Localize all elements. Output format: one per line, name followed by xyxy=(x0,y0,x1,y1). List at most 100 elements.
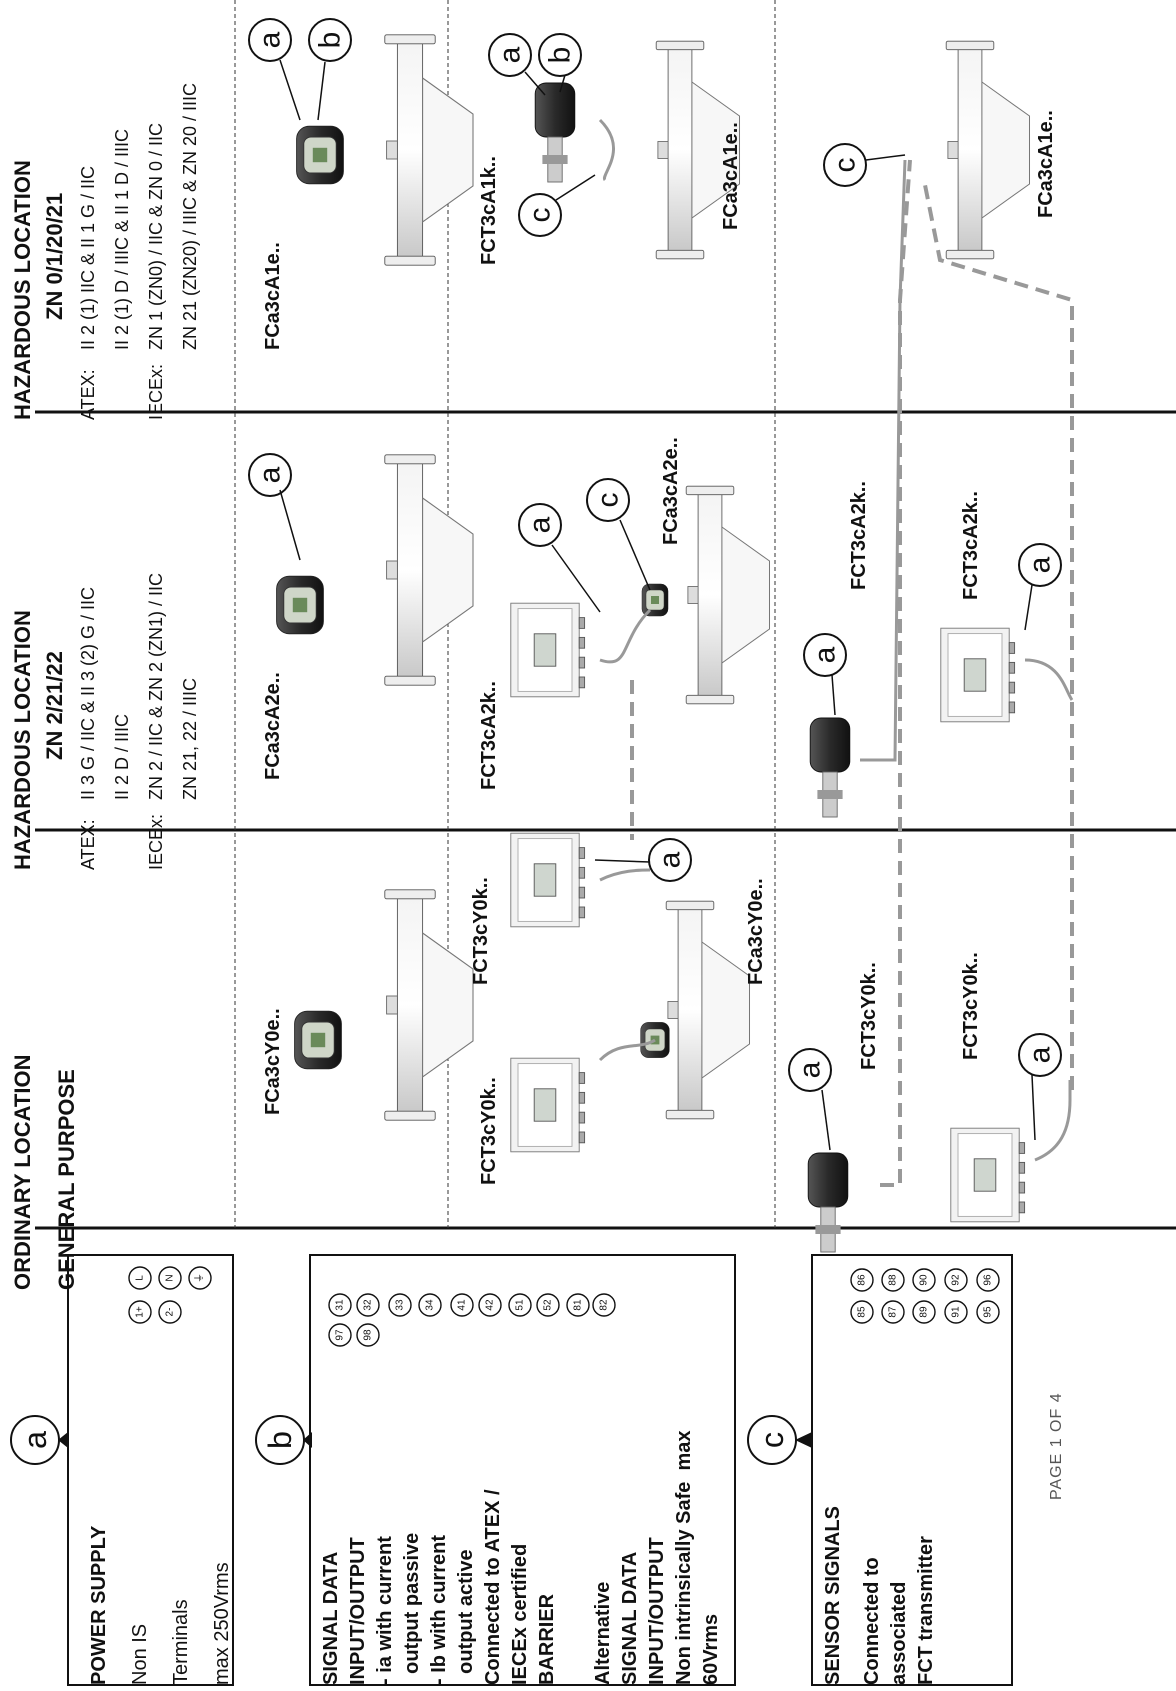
r2-ord-callout-a xyxy=(648,838,692,882)
r4-ord-leader-a xyxy=(1031,1074,1036,1141)
signal-terminal-51 xyxy=(508,1293,532,1317)
r4-ord-tx-gland-1 xyxy=(1018,1161,1026,1174)
r4-ord-cable xyxy=(1034,1080,1072,1162)
r2-ord-tx1-gland-1 xyxy=(578,1091,586,1104)
r2-ord-tx2-lcd xyxy=(533,863,557,897)
r2-zn2-tx xyxy=(510,602,586,698)
legend-a-max: max 250Vrms xyxy=(211,1562,233,1685)
legend-b-title-label: SIGNAL DATA INPUT/OUTPUT xyxy=(320,1537,369,1685)
r2-zn2-sensor-neck xyxy=(687,586,699,604)
r2-zn2-tx-gland-1 xyxy=(578,636,586,649)
r2-zn2-sensor xyxy=(685,485,771,705)
r2-zn2-cable xyxy=(599,608,652,664)
signal-terminal-81 xyxy=(566,1293,590,1317)
r1-zn0-transmitter-display xyxy=(312,147,328,163)
r2-ord-tx2-gland-2 xyxy=(578,886,586,899)
legend-a-text: POWER SUPPLY Non IS Terminals max 250Vrm… xyxy=(80,1325,236,1685)
power-terminal-3 xyxy=(128,1266,152,1290)
sensor-terminal-87 xyxy=(881,1300,905,1324)
r1-zn0-flowmeter-pipe xyxy=(396,41,424,259)
r1-zn0-callout-a xyxy=(248,18,292,62)
r2-ord-cable2 xyxy=(599,868,651,882)
legend-a-title-label: POWER SUPPLY xyxy=(88,1525,110,1685)
r2-zn0-cable xyxy=(598,118,615,182)
signal-terminal-31-label: 31 xyxy=(335,1299,346,1311)
r4-zn2-tx xyxy=(940,627,1016,723)
r1-zn2-flowmeter-flange-bottom xyxy=(384,675,436,686)
r2-ord-tx2-gland-1 xyxy=(578,866,586,879)
r4-ord-callout-a xyxy=(1018,1033,1062,1077)
legend-a-terminals: Terminals xyxy=(170,1599,192,1685)
signal-terminal-52 xyxy=(536,1293,560,1317)
model-r4-ord-tx: FCT3cY0k.. xyxy=(960,952,982,1060)
legend-c-line-1: Connected to associated FCT transmitter xyxy=(861,1536,937,1685)
sensor-terminal-88-label: 88 xyxy=(888,1274,899,1286)
legend-c-text: SENSOR SIGNALS Connected to associated F… xyxy=(820,1385,940,1685)
signal-terminal-97 xyxy=(328,1323,352,1347)
r2-ord-callout-a-letter: a xyxy=(654,851,687,868)
r2-zn0-sensor xyxy=(655,40,741,260)
model-r1-zn0: FCa3cA1e.. xyxy=(262,242,284,350)
model-r4-zn0-sensor: FCa3cA1e.. xyxy=(1035,110,1057,218)
col-zn2-atex-2: II 2 D / IIIC xyxy=(112,713,132,800)
power-terminal-5 xyxy=(188,1266,212,1290)
col-zn0-iecex-label: IECEx: xyxy=(146,363,166,420)
r2-zn0-sensor-body xyxy=(691,81,741,219)
r2-ord-tx1-lcd xyxy=(533,1088,557,1122)
r3-zn2-sensor xyxy=(809,717,851,818)
r4-zn0-leader-c xyxy=(865,154,906,161)
r4-zn2-leader-a xyxy=(1024,584,1033,631)
r3-zn2-cable xyxy=(860,159,907,762)
sensor-terminal-91-label: 91 xyxy=(951,1306,962,1318)
r4-zn2-callout-a xyxy=(1018,543,1062,587)
r2-ord-cable1 xyxy=(598,1038,656,1062)
r4-zn2-tx-gland-2 xyxy=(1008,681,1016,694)
legend-b-alt-text: Alternative SIGNAL DATA INPUT/OUTPUT Non… xyxy=(590,1245,725,1685)
col-ordinary-title: ORDINARY LOCATION xyxy=(10,1054,35,1290)
model-r1-ord: FCa3cY0e.. xyxy=(262,1008,284,1115)
sensor-terminal-85 xyxy=(850,1300,874,1324)
signal-terminal-82-label: 82 xyxy=(599,1299,610,1311)
r1-ord-transmitter xyxy=(294,1010,342,1070)
legend-box-power xyxy=(67,1254,234,1686)
r1-zn0-callout-b xyxy=(308,18,352,62)
model-r3-zn2-tx: FCT3cA2k.. xyxy=(848,481,870,590)
r2-ord-sensor1-flange-bottom xyxy=(665,1109,715,1120)
col-zn0-iecex-1: ZN 1 (ZN0) / IIC & ZN 0 / IIC xyxy=(146,122,166,350)
legend-b-callout-circle-letter: b xyxy=(262,1431,298,1449)
col-zn0-iecex-2: ZN 21 (ZN20) / IIIC & ZN 20 / IIIC xyxy=(180,82,200,350)
legend-box-sensor xyxy=(811,1254,1013,1686)
r1-zn0-flowmeter-neck xyxy=(386,140,398,160)
sensor-terminal-91 xyxy=(944,1300,968,1324)
r2-zn2-tx-gland-0 xyxy=(578,617,586,629)
r3-ord-callout-a-letter: a xyxy=(794,1061,827,1078)
r1-zn0-flowmeter xyxy=(384,34,474,266)
r3-ord-cable xyxy=(880,159,912,1187)
signal-terminal-34-label: 34 xyxy=(425,1299,436,1311)
r3-zn2-callout-a xyxy=(803,633,847,677)
r1-zn2-flowmeter xyxy=(384,454,474,686)
r2-zn2-callout-a-letter: a xyxy=(524,516,557,533)
r1-zn0-leader-a xyxy=(279,59,301,121)
r2-zn0-sensor-flange-bottom xyxy=(655,249,705,260)
power-terminal-4 xyxy=(158,1266,182,1290)
col-zn2-atex-label: ATEX: xyxy=(78,819,98,870)
r4-ord-callout-a-letter: a xyxy=(1024,1046,1057,1063)
sensor-terminal-87-label: 87 xyxy=(888,1306,899,1318)
legend-c-callout-circle-letter: c xyxy=(754,1432,790,1448)
model-r3-ord-tx: FCT3cY0k.. xyxy=(858,962,880,1070)
signal-terminal-42 xyxy=(478,1293,502,1317)
r2-zn2-callout-c-letter: c xyxy=(592,493,625,508)
r4-ord-tx-lcd xyxy=(973,1158,997,1192)
r1-zn2-leader-a xyxy=(279,489,301,561)
r1-zn0-callout-a-letter: a xyxy=(254,31,287,48)
sensor-terminal-85-label: 85 xyxy=(857,1306,868,1318)
r3-zn2-callout-a-letter: a xyxy=(809,646,842,663)
r4-zn0-callout-c-letter: c xyxy=(829,158,862,173)
legend-a-nonis: Non IS xyxy=(129,1623,151,1685)
signal-terminal-32 xyxy=(356,1293,380,1317)
model-r2-zn0-tx: FCT3cA1k.. xyxy=(478,156,500,265)
power-terminal-2-label: 2- xyxy=(165,1308,176,1317)
signal-terminal-32-label: 32 xyxy=(363,1299,374,1311)
r4-ord-tx-gland-3 xyxy=(1018,1201,1026,1214)
